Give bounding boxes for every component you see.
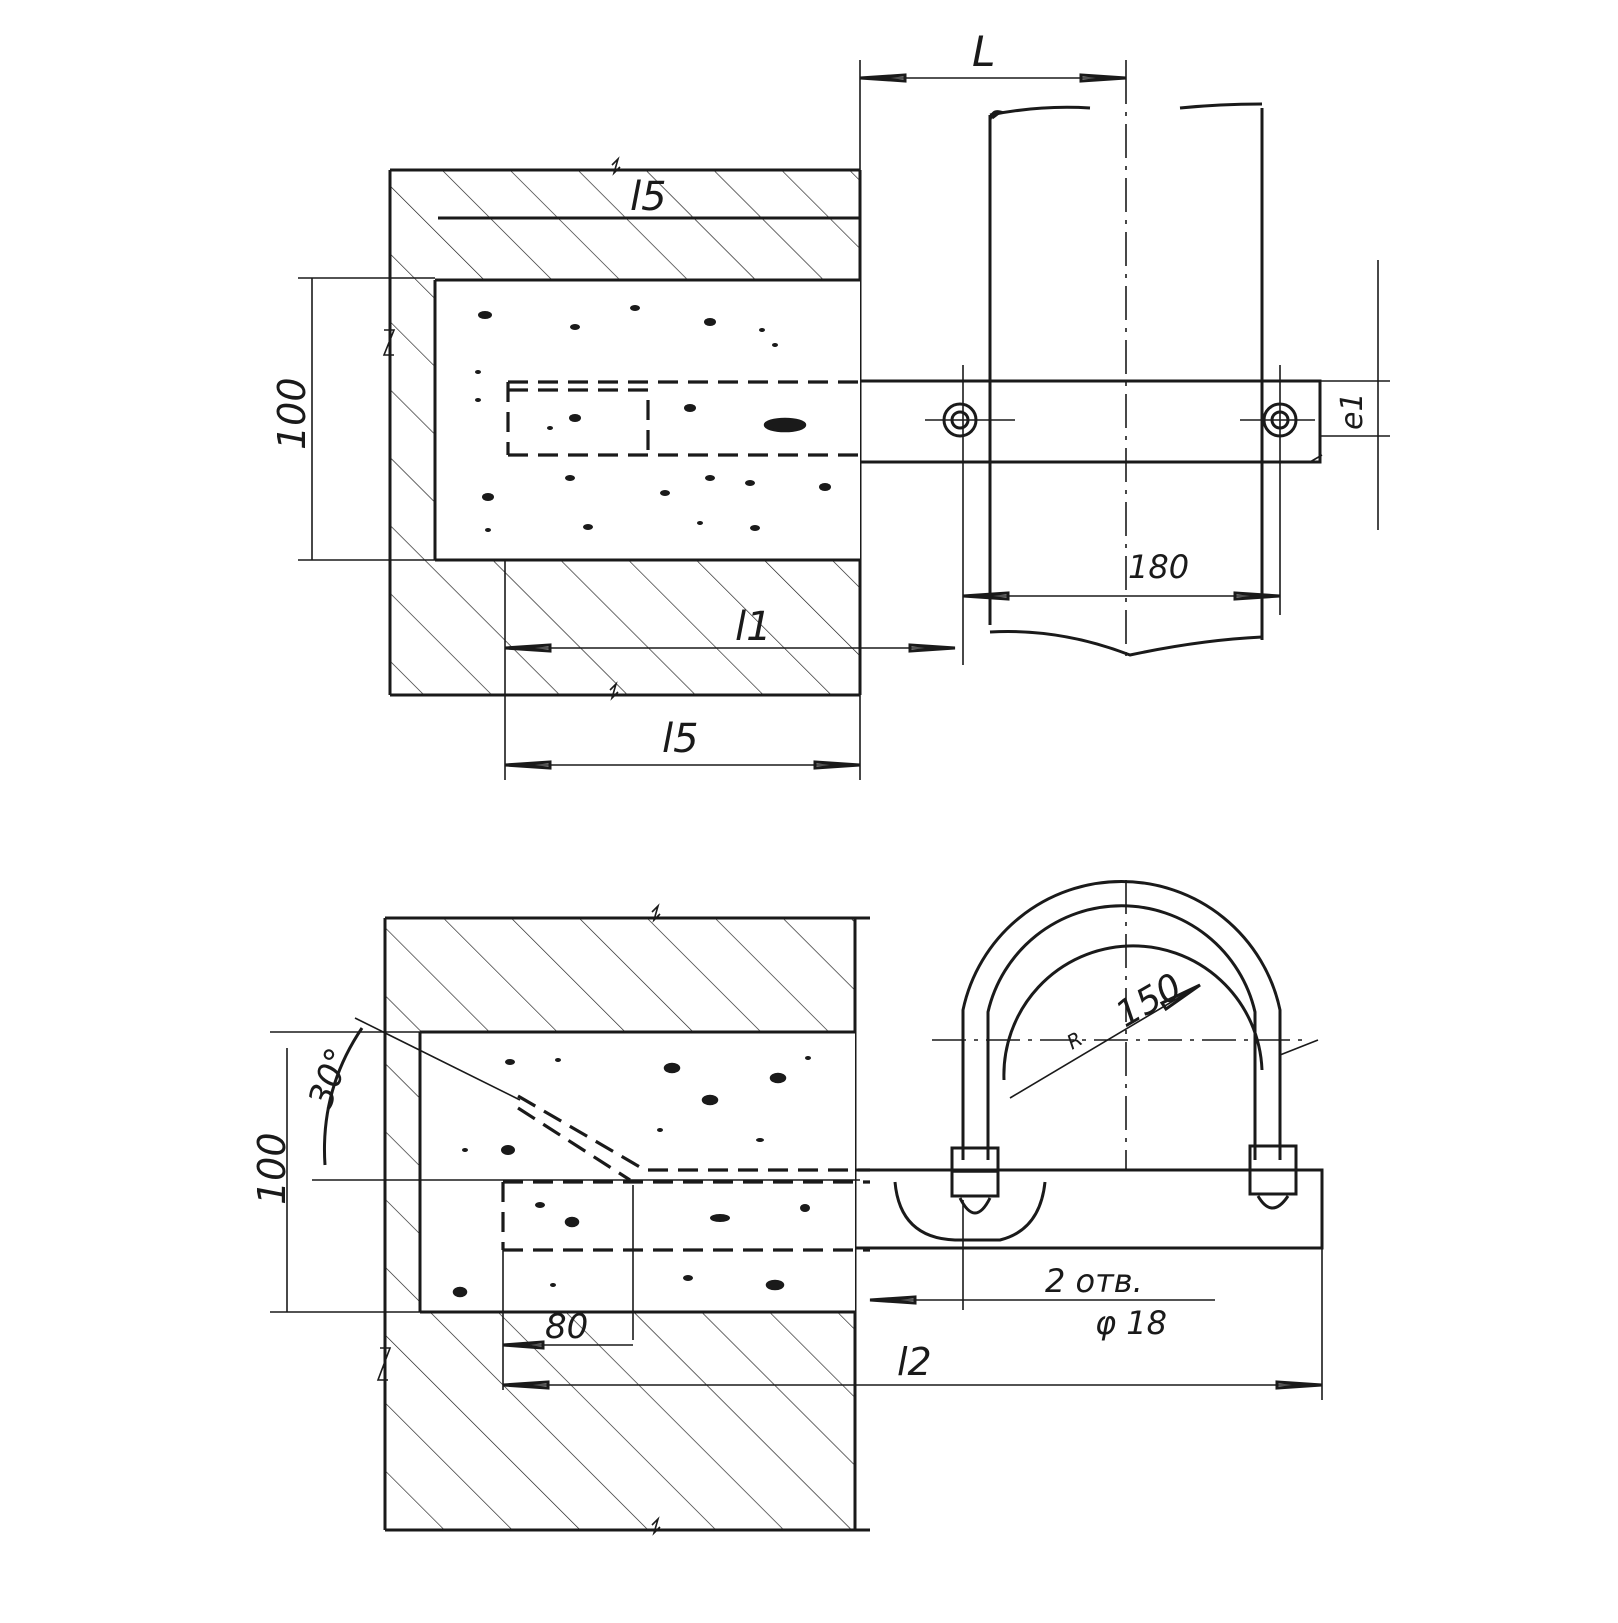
dim-l5-lower [504,560,861,780]
top-bracket-end-tick [1309,454,1323,463]
dim-80 [502,1250,633,1390]
label-l2: l2 [897,1340,932,1384]
dim-L [859,60,1127,170]
nut-icon [1248,1144,1298,1210]
top-wall-hatch [390,170,860,695]
bottom-wall-outline [383,916,870,1532]
label-e1: e1 [1335,392,1370,430]
label-l5-lower: l5 [662,716,699,762]
bottom-break-mark-left [376,1347,392,1381]
label-L: L [972,27,995,76]
nut-icon [950,1146,1000,1215]
dim-r150 [1009,983,1201,1099]
label-holes: 2 отв. [1045,1262,1143,1300]
top-view: L l5 100 l1 l5 180 [270,27,1390,780]
dim-holes [869,1200,1215,1310]
top-break-mark-upper [611,156,621,176]
dim-l1 [504,643,956,653]
bottom-break-mark-upper [651,903,661,923]
bottom-concrete-pocket [420,1032,855,1312]
bolt-icon [925,402,1015,438]
bottom-anchor-bent-lower [517,1106,631,1182]
top-embedded-bar [506,380,860,457]
bottom-weld [893,1181,1047,1242]
label-100-bottom: 100 [250,1132,294,1205]
pipe-circle [1002,944,1264,1081]
leader-right [1279,1039,1319,1056]
top-pocket-outline [433,278,860,562]
top-concrete-specks [475,305,831,532]
top-break-mark-lower [609,681,619,701]
bottom-bracket [855,1168,1324,1250]
bolt-icon [1240,402,1315,438]
u-bolt-outer [961,879,1282,1160]
label-phi18: φ 18 [1095,1304,1167,1342]
dim-180 [962,365,1281,665]
top-pipe-left-edge [988,110,1004,625]
label-r150: 150 [1109,966,1189,1036]
bottom-concrete-specks [452,1056,811,1298]
top-break-mark-left [382,329,396,356]
label-100-top: 100 [270,377,314,450]
dim-e1 [1320,260,1390,530]
bottom-anchor-bent [517,1094,870,1172]
dim-100-top [298,277,435,561]
top-pipe-break-lower [989,630,1263,657]
label-180: 180 [1128,548,1189,586]
label-80: 80 [545,1307,588,1347]
label-30: 30° [301,1043,359,1113]
label-l5-upper: l5 [630,174,667,220]
bottom-angle-arc [323,1027,364,1166]
dim-l2 [502,1248,1323,1400]
top-wall-outline [388,168,862,697]
bottom-embedded-bar [501,1180,870,1252]
label-l1: l1 [735,604,772,650]
bottom-pocket-outline [418,1030,855,1314]
bottom-break-mark-lower [651,1516,661,1536]
u-bolt-inner [986,904,1257,1160]
top-pipe-break-upper [989,102,1263,117]
top-embedded-plate [508,388,650,453]
bottom-view: 30° 100 [250,879,1324,1536]
top-bracket [860,379,1322,464]
dim-100-bottom [270,1048,420,1313]
